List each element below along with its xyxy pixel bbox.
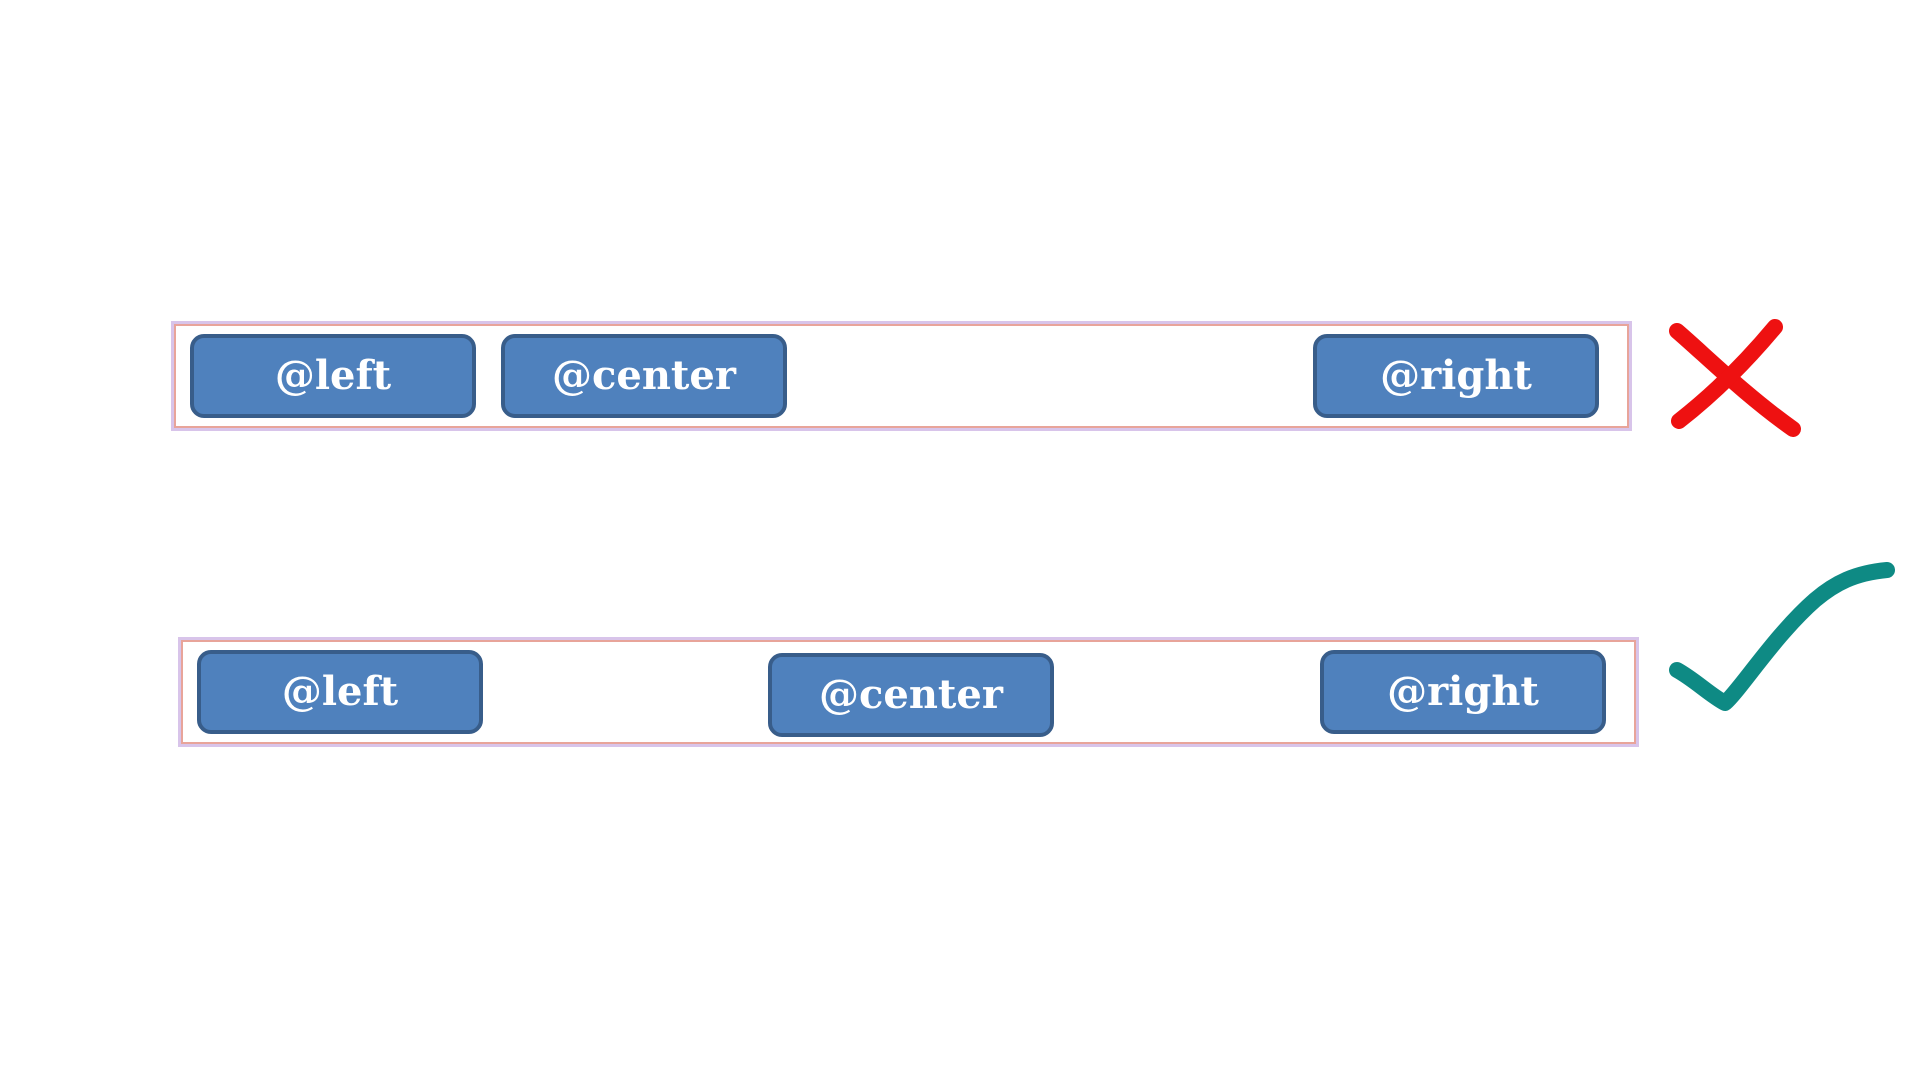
right-button[interactable]: @right — [1313, 334, 1599, 418]
toolbar-correct: @left @center @right — [178, 637, 1639, 747]
left-button[interactable]: @left — [190, 334, 476, 418]
cross-icon — [1669, 319, 1801, 437]
right-button[interactable]: @right — [1320, 650, 1606, 734]
center-button[interactable]: @center — [501, 334, 787, 418]
toolbar-incorrect: @left @center @right — [171, 321, 1632, 431]
checkmark-icon — [1669, 562, 1895, 711]
left-button[interactable]: @left — [197, 650, 483, 734]
center-button[interactable]: @center — [768, 653, 1054, 737]
